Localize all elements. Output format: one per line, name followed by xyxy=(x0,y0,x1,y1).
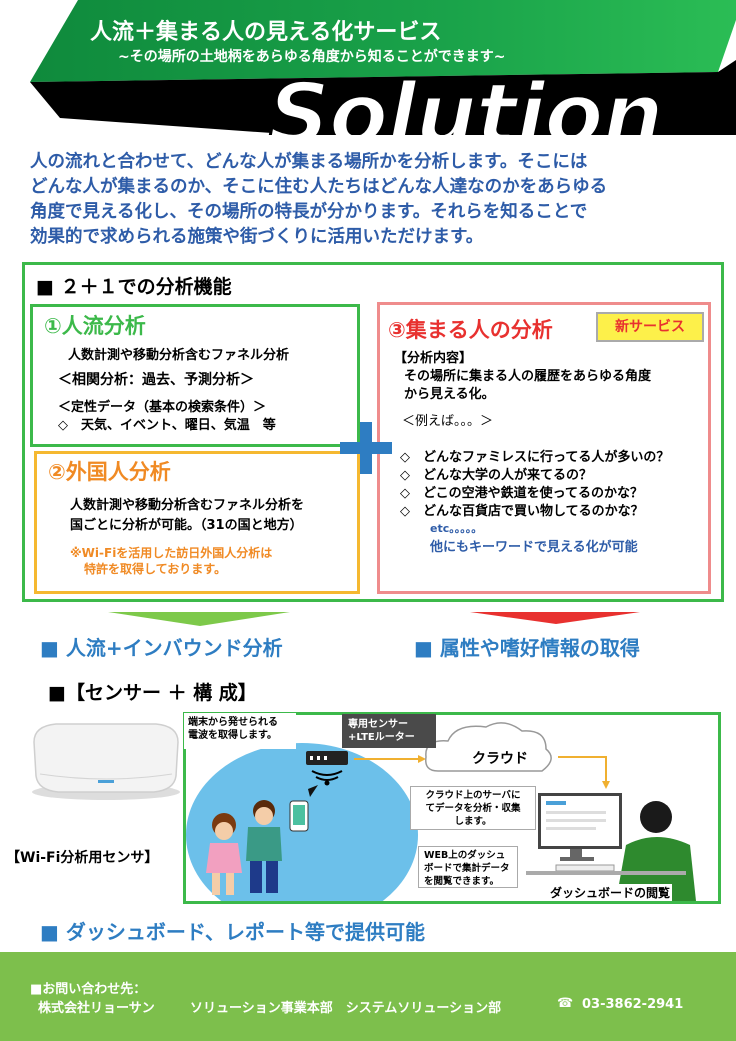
wifi-sensor-device-image xyxy=(32,723,180,800)
device-label: 【Wi-Fi分析用センサ】 xyxy=(6,850,159,866)
router-label: 専用センサー +LTEルーター xyxy=(342,714,436,748)
flow-analysis-box xyxy=(30,304,360,447)
contact-label: ■お問い合わせ先： xyxy=(30,982,147,997)
plus-icon xyxy=(340,422,392,474)
foreign-line1: 人数計測や移動分析含むファネル分析を xyxy=(70,498,305,513)
solution-logo: Solution xyxy=(268,80,665,135)
sensor-diagram xyxy=(186,722,696,901)
people-analysis-box xyxy=(377,302,711,594)
foreign-analysis-box xyxy=(34,451,360,594)
dashboard-note: ■ ダッシュボード、レポート等で提供可能 xyxy=(40,920,426,944)
example-item-2: ◇ どんな大学の人が来てるの？ xyxy=(400,468,592,483)
new-service-badge: 新サービス xyxy=(596,312,704,342)
cloud-label: クラウド xyxy=(472,751,528,767)
analysis-frame xyxy=(22,262,724,602)
more-keyword-text: 他にもキーワードで見える化が可能 xyxy=(430,540,638,555)
content-desc2: から見える化。 xyxy=(404,387,495,402)
foreign-note1: ※Wi-Fiを活用した訪日外国人分析は xyxy=(70,546,273,560)
footer xyxy=(0,952,736,1041)
web-callout: WEB上のダッシュ ボードで集計データ を閲覧できます。 xyxy=(418,846,518,888)
flow-analysis-title: ①人流分析 xyxy=(44,314,146,338)
foreign-line2: 国ごとに分析が可能。（31の国と地方） xyxy=(70,518,303,533)
header-banner xyxy=(30,0,736,135)
flow-line2: ＜相関分析：過去、予測分析＞ xyxy=(58,372,254,388)
content-desc1: その場所に集まる人の履歴をあらゆる角度 xyxy=(404,369,652,384)
page-subtitle: ~その場所の土地柄をあらゆる角度から知ることができます~ xyxy=(118,49,506,65)
etc-text: etc。。。。。 xyxy=(430,522,483,535)
example-item-4: ◇ どんな百貨店で買い物してるのかな？ xyxy=(400,504,644,519)
flow-line3: ＜定性データ（基本の検索条件）＞ xyxy=(58,400,267,415)
sensor-heading: ■【センサー ＋ 構 成】 xyxy=(48,682,257,704)
analysis-title: ■ ２＋１での分析機能 xyxy=(36,276,232,298)
content-label: 【分析内容】 xyxy=(394,351,473,366)
down-arrows xyxy=(108,612,640,626)
example-item-3: ◇ どこの空港や鉄道を使ってるのかな？ xyxy=(400,486,643,501)
intro-text: 人の流れと合わせて、どんな人が集まる場所かを分析します。そこには どんな人が集ま… xyxy=(30,152,608,247)
phone-icon: ☎ xyxy=(557,996,574,1011)
signal-callout: 端末から発せられる 電波を取得します。 xyxy=(184,713,296,749)
result-attributes: ■ 属性や嗜好情報の取得 xyxy=(414,636,640,660)
company-name: 株式会社リョーサン xyxy=(38,1001,155,1016)
people-analysis-title: ③集まる人の分析 xyxy=(388,318,553,342)
phone-number[interactable]: 03-3862-2941 xyxy=(582,997,684,1012)
flow-line1: 人数計測や移動分析含むファネル分析 xyxy=(68,348,290,363)
flow-line4: ◇ 天気、イベント、曜日、気温 等 xyxy=(58,418,276,433)
server-callout: クラウド上のサーバに てデータを分析・収集 します。 xyxy=(410,786,536,830)
page-title: 人流＋集まる人の見える化サービス xyxy=(90,20,442,45)
foreign-analysis-title: ②外国人分析 xyxy=(48,460,171,484)
sensor-diagram-frame xyxy=(183,712,721,904)
department: ソリューション事業本部 システムソリューション部 xyxy=(190,1001,502,1016)
dashboard-label: ダッシュボードの閲覧 xyxy=(548,884,673,901)
result-flow-inbound: ■ 人流+インバウンド分析 xyxy=(40,636,283,660)
foreign-note2: 特許を取得しております。 xyxy=(84,562,227,576)
example-item-1: ◇ どんなファミレスに行ってる人が多いの？ xyxy=(400,450,670,465)
example-label: ＜例えば。。。＞ xyxy=(402,414,494,429)
